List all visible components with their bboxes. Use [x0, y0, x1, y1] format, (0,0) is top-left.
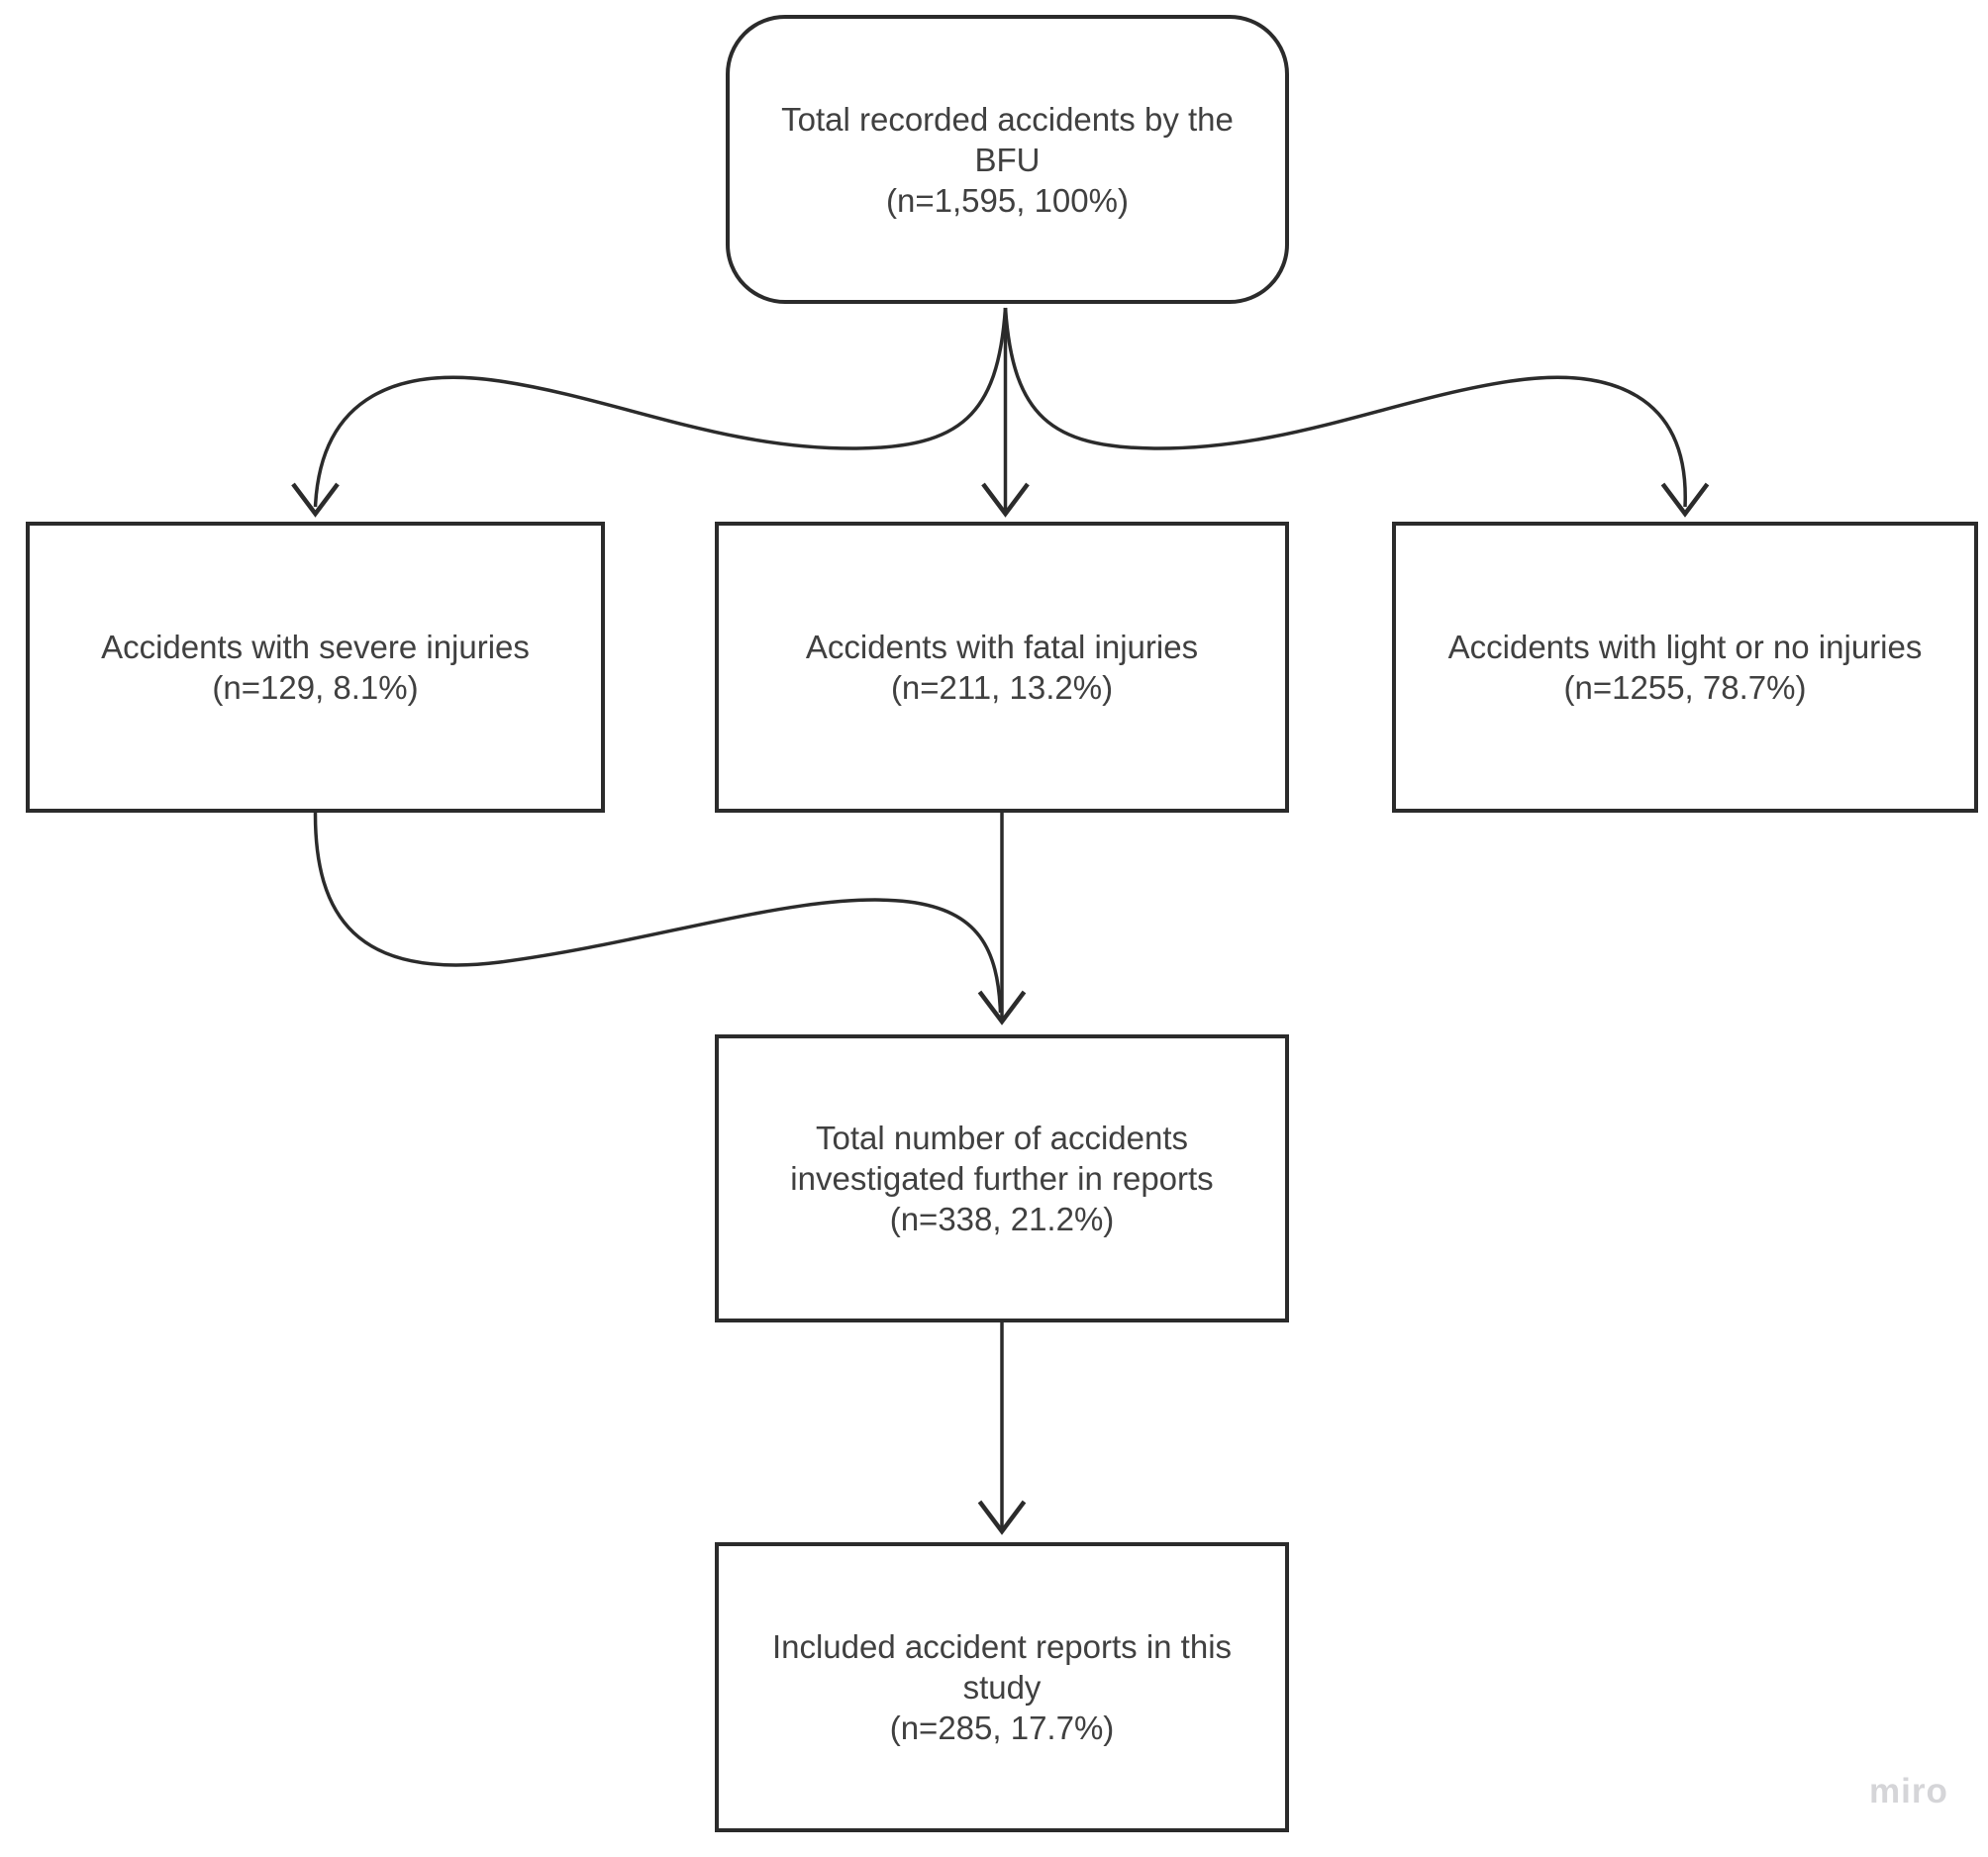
node-text: Accidents with light or no injuries (n=1…	[1396, 627, 1974, 708]
node-text: Accidents with fatal injuries (n=211, 13…	[719, 627, 1285, 708]
connector-total-fatal[interactable]	[981, 308, 1030, 518]
node-label: Total number of accidents investigated f…	[790, 1120, 1214, 1197]
node-stat: (n=285, 17.7%)	[889, 1710, 1115, 1746]
arrowhead-icon	[1660, 482, 1710, 518]
node-label: Accidents with light or no injuries	[1447, 629, 1923, 665]
connector-investigated-included[interactable]	[977, 1322, 1027, 1535]
node-investigated-further[interactable]: Total number of accidents investigated f…	[715, 1034, 1289, 1322]
connector-total-severe[interactable]	[291, 307, 1008, 518]
arrowhead-icon	[977, 1500, 1027, 1535]
node-fatal-injuries[interactable]: Accidents with fatal injuries (n=211, 13…	[715, 522, 1289, 813]
node-label: Total recorded accidents by the BFU	[781, 100, 1234, 178]
arrowhead-icon	[981, 482, 1030, 518]
node-stat: (n=1255, 78.7%)	[1563, 669, 1807, 706]
node-severe-injuries[interactable]: Accidents with severe injuries (n=129, 8…	[26, 522, 605, 813]
connector-fatal-investigated[interactable]	[977, 813, 1027, 1026]
node-label: Accidents with severe injuries	[101, 629, 530, 665]
node-total-recorded-accidents[interactable]: Total recorded accidents by the BFU (n=1…	[726, 15, 1289, 304]
node-included-reports[interactable]: Included accident reports in this study …	[715, 1542, 1289, 1832]
connector-total-light[interactable]	[1003, 307, 1710, 518]
miro-watermark: miro	[1869, 1772, 1948, 1810]
node-stat: (n=211, 13.2%)	[890, 669, 1114, 706]
connector-line[interactable]	[313, 812, 1003, 1014]
arrowhead-icon	[977, 990, 1027, 1026]
connector-line[interactable]	[1003, 307, 1687, 508]
node-text: Total recorded accidents by the BFU (n=1…	[730, 99, 1285, 221]
node-stat: (n=338, 21.2%)	[889, 1201, 1115, 1237]
node-label: Included accident reports in this study	[771, 1628, 1233, 1706]
node-stat: (n=129, 8.1%)	[212, 669, 419, 706]
node-text: Total number of accidents investigated f…	[719, 1118, 1285, 1239]
connector-line[interactable]	[313, 307, 1008, 508]
arrowhead-icon	[291, 482, 340, 518]
node-light-or-no-injuries[interactable]: Accidents with light or no injuries (n=1…	[1392, 522, 1978, 813]
node-stat: (n=1,595, 100%)	[886, 181, 1129, 219]
node-text: Included accident reports in this study …	[719, 1626, 1285, 1748]
node-text: Accidents with severe injuries (n=129, 8…	[30, 627, 601, 708]
node-label: Accidents with fatal injuries	[805, 629, 1199, 665]
connector-severe-investigated[interactable]	[313, 812, 1003, 1014]
